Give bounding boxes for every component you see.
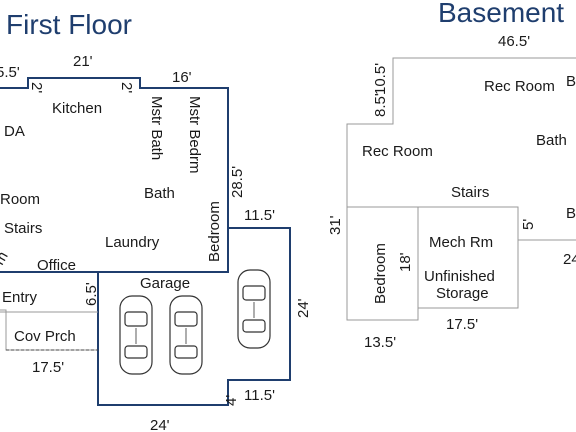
room-stairs: Stairs <box>4 220 42 237</box>
basement-dim-46-5: 46.5' <box>498 33 530 50</box>
basement-room-cut-b-lower: B <box>566 205 576 222</box>
dim-4: 4' <box>223 395 240 406</box>
basement-room-stairs: Stairs <box>451 184 489 201</box>
basement-room-storage: Storage <box>436 285 489 302</box>
basement-dim-24-cut: 24 <box>563 251 576 268</box>
room-laundry: Laundry <box>105 234 160 251</box>
mech-room-outline <box>417 206 519 309</box>
dim-21: 21' <box>73 53 93 70</box>
basement-room-cut-b-upper: B <box>566 73 576 90</box>
dim-6-5: 6.5' <box>83 282 100 306</box>
basement-room-mech-rm: Mech Rm <box>429 234 493 251</box>
basement-dim-13-5: 13.5' <box>364 334 396 351</box>
dim-16: 16' <box>172 69 192 86</box>
basement-dim-18: 18' <box>397 252 414 272</box>
garage-cars <box>119 269 271 375</box>
dim-11-5-top: 11.5' <box>244 207 275 224</box>
house-outline <box>0 77 291 406</box>
dim-2-left: 2' <box>28 82 45 93</box>
basement-dim-31: 31' <box>327 215 344 235</box>
room-entry: Entry <box>2 289 38 306</box>
basement-plan: Rec Room Rec Room Bath Stairs Mech Rm Un… <box>327 33 576 351</box>
basement-dim-10-5: 10.5' <box>372 63 389 95</box>
car-icon <box>237 269 271 349</box>
room-garage: Garage <box>140 275 190 292</box>
room-cov-prch: Cov Prch <box>14 328 76 345</box>
basement-room-rec-room-upper: Rec Room <box>484 78 555 95</box>
room-da: DA <box>4 123 25 140</box>
first-floor-plan: DA Kitchen Mstr Bath Mstr Bedrm Bath Roo… <box>0 53 312 432</box>
car-icon <box>119 295 153 375</box>
dim-11-5-bottom: 11.5' <box>244 387 275 404</box>
basement-room-unfinished: Unfinished <box>424 268 495 285</box>
basement-room-bath: Bath <box>536 132 567 149</box>
basement-room-bedroom: Bedroom <box>372 243 389 304</box>
dim-17-5: 17.5' <box>32 359 64 376</box>
basement-dim-17-5: 17.5' <box>446 316 478 333</box>
room-cut-label: m <box>0 249 12 268</box>
dim-2-right: 2' <box>118 82 135 93</box>
room-mstr-bedrm: Mstr Bedrm <box>186 96 203 174</box>
dim-5-5: 5.5' <box>0 64 20 81</box>
room-room: Room <box>0 191 40 208</box>
garage-divider <box>98 228 229 273</box>
dim-24-side: 24' <box>295 298 312 318</box>
room-bedroom: Bedroom <box>206 201 223 262</box>
room-mstr-bath: Mstr Bath <box>148 96 165 160</box>
basement-dim-8-5: 8.5' <box>372 93 389 117</box>
basement-title: Basement <box>438 0 564 28</box>
room-bath: Bath <box>144 185 175 202</box>
room-kitchen: Kitchen <box>52 100 102 117</box>
basement-dim-5: 5' <box>520 219 537 230</box>
room-office: Office <box>37 257 76 274</box>
dim-28-5: 28.5' <box>229 166 246 198</box>
dim-24-bottom: 24' <box>150 417 170 432</box>
first-floor-title: First Floor <box>6 9 132 40</box>
basement-room-rec-room-lower: Rec Room <box>362 143 433 160</box>
car-icon <box>169 295 203 375</box>
